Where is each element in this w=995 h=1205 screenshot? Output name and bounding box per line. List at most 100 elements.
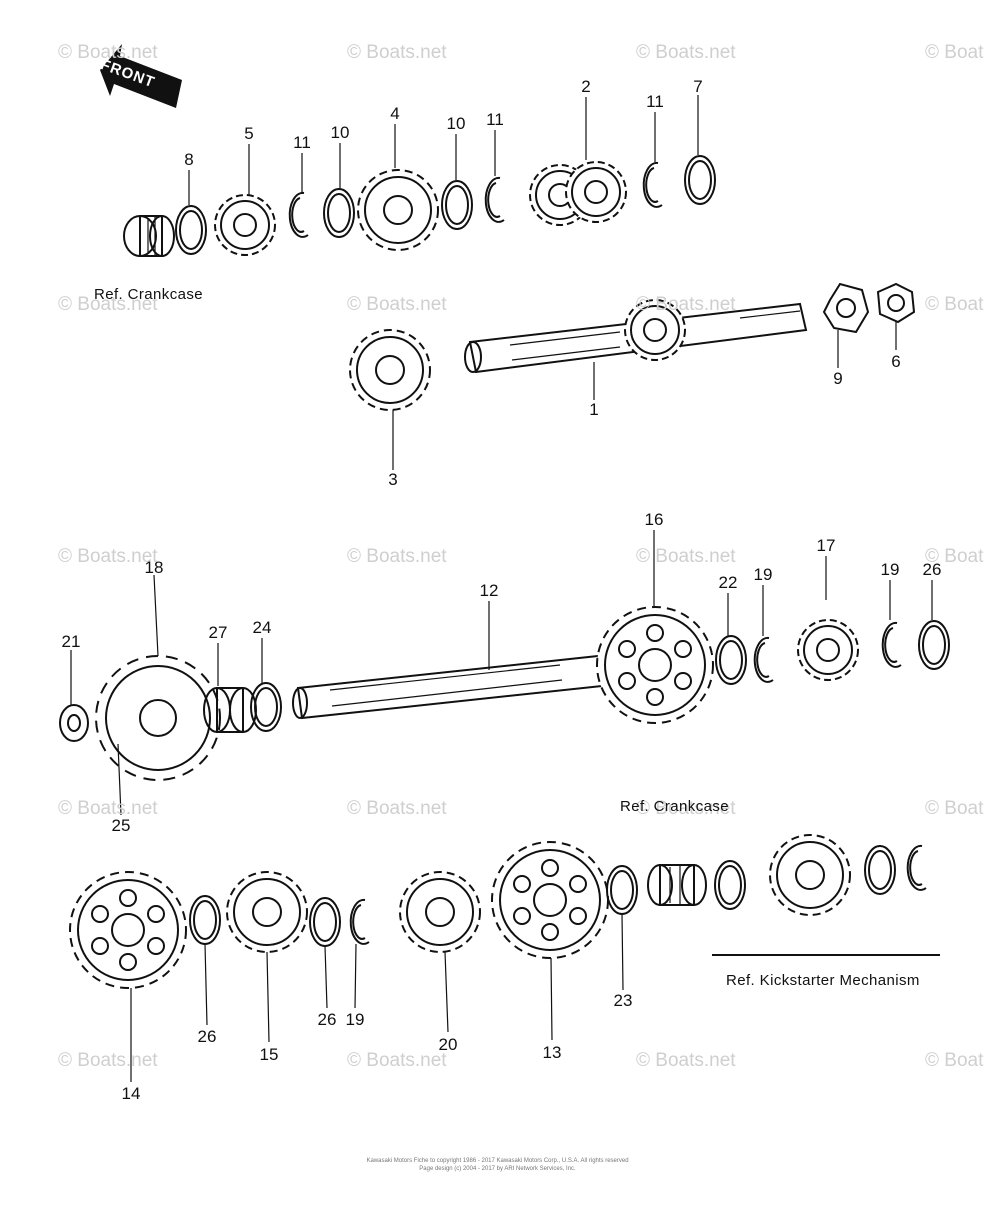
footer-copyright: Kawasaki Motors Fiche to copyright 1986 … [366, 1158, 629, 1164]
gear-2 [529, 161, 627, 226]
callout-23: 23 [613, 991, 633, 1010]
washer-8 [175, 205, 207, 255]
callout-5: 5 [244, 124, 254, 143]
circlip-19-c [349, 898, 370, 945]
callout-19: 19 [880, 560, 900, 579]
gear-20 [399, 871, 481, 953]
watermark: © Boats.net [58, 1050, 158, 1071]
callout-26: 26 [922, 560, 942, 579]
front-arrow-icon [100, 44, 182, 108]
gear-15 [226, 871, 308, 953]
callout-3: 3 [388, 470, 398, 489]
circlip-11-c [642, 161, 663, 208]
washer-24 [250, 682, 282, 732]
callout-22: 22 [718, 573, 738, 592]
watermark: © Boats.net [636, 42, 736, 63]
lock-washer-9 [822, 282, 870, 334]
watermark: © Boats.net [347, 294, 447, 315]
leader-lines [70, 95, 933, 1082]
watermark: © Boats.net [636, 294, 736, 315]
gear-17 [797, 619, 859, 681]
callout-12: 12 [479, 581, 499, 600]
callout-19: 19 [345, 1010, 365, 1029]
washer-26-a [918, 620, 950, 670]
callout-17: 17 [816, 536, 836, 555]
circlip-ref [906, 844, 927, 891]
watermark: © Boats.net [58, 798, 158, 819]
washer-23 [606, 865, 638, 915]
washer-7 [684, 155, 716, 205]
gear-16 [596, 606, 714, 724]
callout-27: 27 [208, 623, 228, 642]
output-shaft-12 [292, 654, 604, 720]
gear-13 [491, 841, 609, 959]
callout-2: 2 [581, 77, 591, 96]
watermark: © Boats.net [347, 546, 447, 567]
callout-20: 20 [438, 1035, 458, 1054]
circlip-19-b [881, 621, 902, 668]
circlip-11-b [484, 176, 505, 223]
callout-16: 16 [644, 510, 664, 529]
watermark: © Boats.net [347, 798, 447, 819]
washer-22 [715, 635, 747, 685]
ref-crankcase-top: Ref. Crankcase [94, 286, 203, 303]
needle-bearing-crankcase [123, 215, 175, 257]
nut-6 [876, 282, 916, 324]
callout-13: 13 [542, 1043, 562, 1062]
watermark: © Boats.net [636, 1050, 736, 1071]
gear-3 [349, 329, 431, 411]
washer-ref-b [864, 845, 896, 895]
callout-4: 4 [390, 104, 400, 123]
callout-6: 6 [891, 352, 901, 371]
callout-11: 11 [486, 110, 504, 129]
watermark-partial: © Boat [925, 42, 984, 63]
watermark: © Boats.net [347, 42, 447, 63]
callout-18: 18 [144, 558, 164, 577]
washer-26-b [189, 895, 221, 945]
washer-10-a [323, 188, 355, 238]
ref-crankcase-mid: Ref. Crankcase [620, 798, 729, 815]
watermark: © Boats.net [347, 1050, 447, 1071]
callout-10: 10 [330, 123, 350, 142]
callout-19: 19 [753, 565, 773, 584]
gear-4 [357, 169, 439, 251]
watermark-partial: © Boat [925, 546, 984, 567]
watermark-partial: © Boat [925, 1050, 984, 1071]
ref-kickstarter: Ref. Kickstarter Mechanism [726, 972, 920, 989]
washer-ref-a [714, 860, 746, 910]
needle-bearing-ref [647, 864, 707, 906]
watermark-partial: © Boat [925, 798, 984, 819]
kickstarter-gear-ref [769, 834, 851, 916]
washer-10-b [441, 180, 473, 230]
circlip-19-a [753, 636, 774, 683]
callout-25: 25 [111, 816, 131, 835]
watermark: © Boats.net [58, 294, 158, 315]
callout-7: 7 [693, 77, 703, 96]
circlip-11-a [288, 191, 309, 238]
callout-8: 8 [184, 150, 194, 169]
input-shaft-1 [464, 299, 808, 374]
callout-11: 11 [293, 133, 311, 152]
watermark: © Boats.net [636, 546, 736, 567]
callout-9: 9 [833, 369, 843, 388]
callout-1: 1 [589, 400, 599, 419]
watermark-partial: © Boat [925, 294, 984, 315]
nut-21 [59, 704, 89, 742]
watermark: © Boats.net [58, 42, 158, 63]
washer-26-c [309, 897, 341, 947]
callout-26: 26 [197, 1027, 217, 1046]
callout-11: 11 [646, 92, 664, 111]
footer-design-credit: Page design (c) 2004 - 2017 by ARI Netwo… [419, 1166, 576, 1172]
gear-5 [214, 194, 276, 256]
engine-sprocket-18 [95, 655, 221, 781]
callout-21: 21 [61, 632, 81, 651]
callout-15: 15 [259, 1045, 279, 1064]
callout-26: 26 [317, 1010, 337, 1029]
watermark: © Boats.net [58, 546, 158, 567]
watermark: © Boats.net [636, 798, 736, 819]
callout-10: 10 [446, 114, 466, 133]
callout-14: 14 [121, 1084, 141, 1103]
gear-14 [69, 871, 187, 989]
